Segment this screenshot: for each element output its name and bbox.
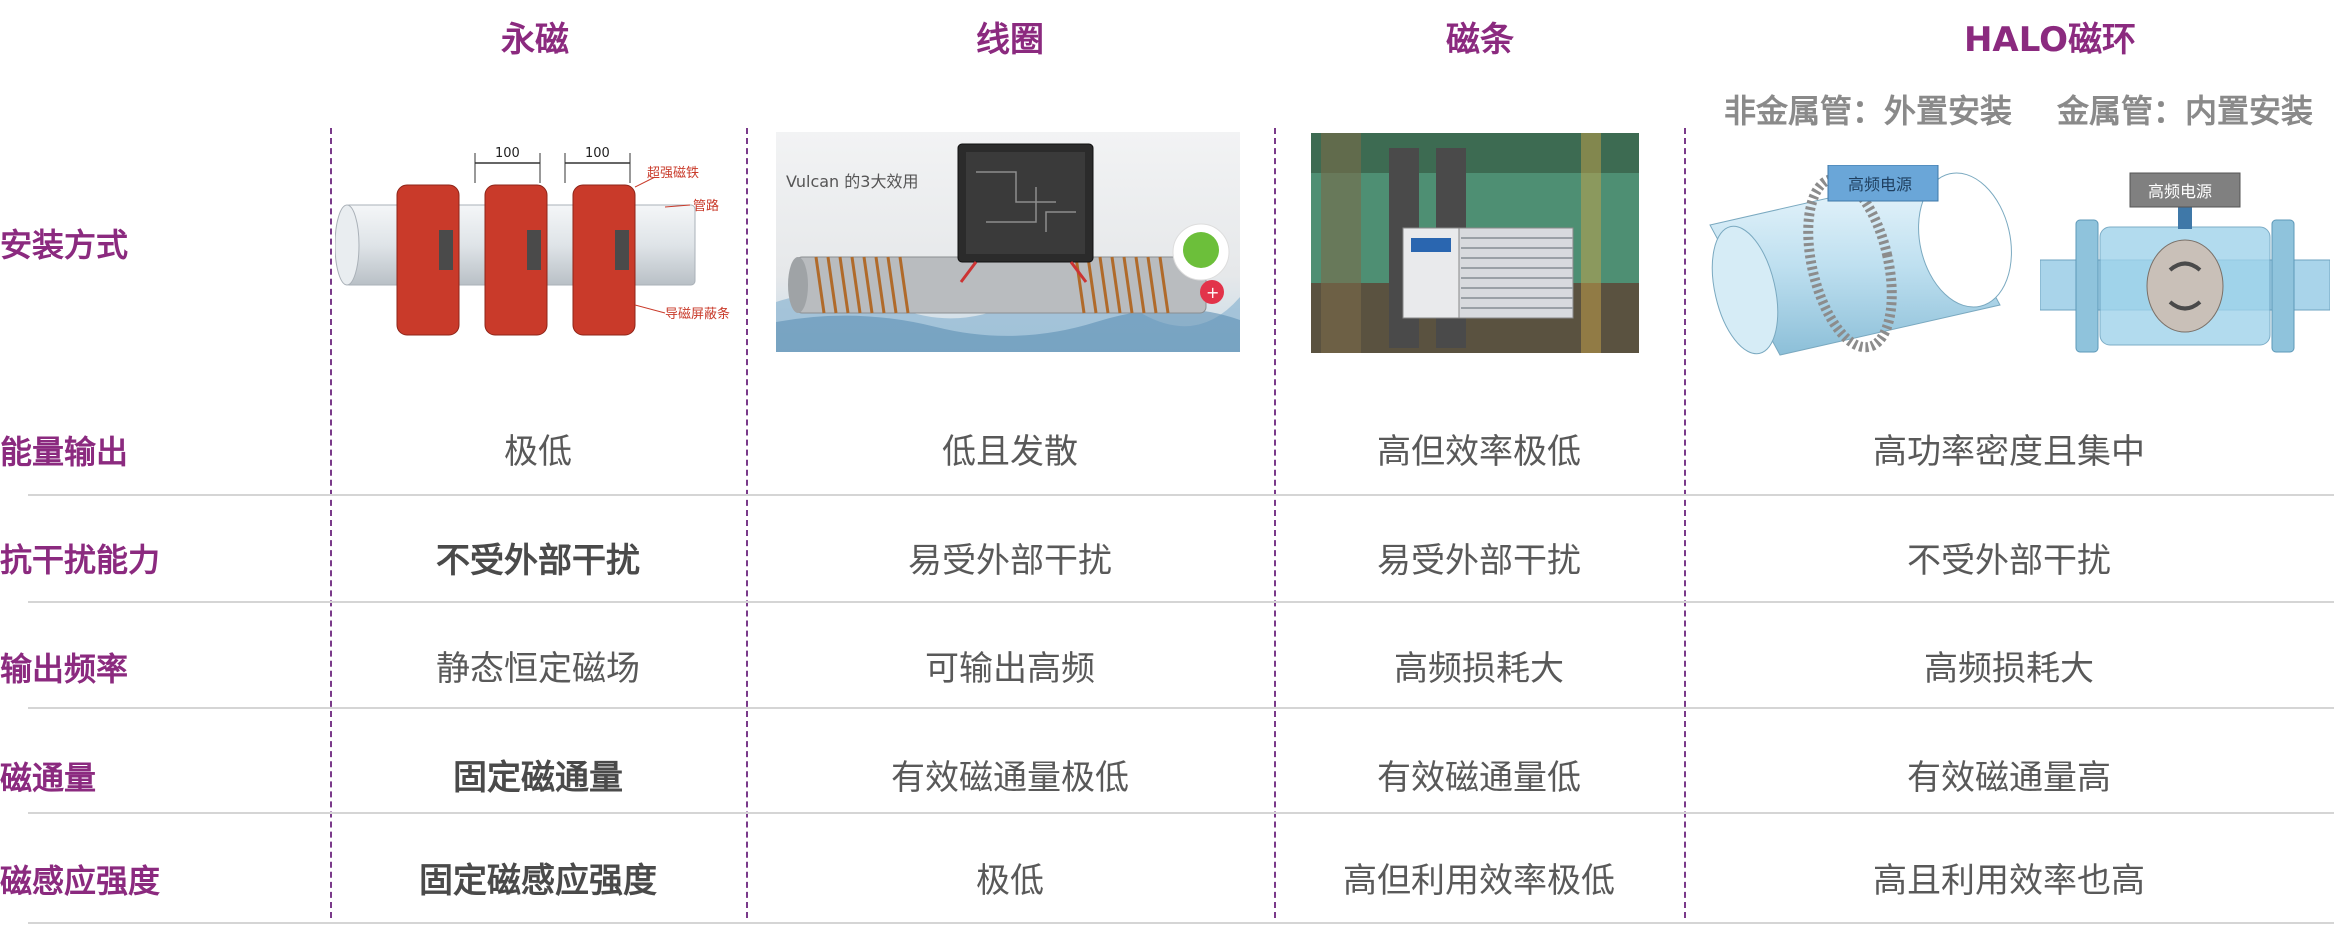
cell-interference-halo: 不受外部干扰 bbox=[1907, 541, 2111, 581]
halo-internal-ring-illustration: 高频电源 bbox=[2040, 172, 2330, 353]
halo-nonmetal-pipe-label: 非金属管：外置安装 bbox=[1723, 92, 2012, 130]
column-header-permanent-magnet: 永磁 bbox=[501, 20, 569, 60]
cell-interference-strip: 易受外部干扰 bbox=[1377, 541, 1581, 581]
column-divider bbox=[746, 128, 748, 918]
cell-frequency-pm: 静态恒定磁场 bbox=[436, 649, 640, 689]
halo-metal-pipe-label: 金属管：内置安装 bbox=[2056, 92, 2313, 130]
column-divider bbox=[1684, 128, 1686, 918]
row-label-installation: 安装方式 bbox=[0, 226, 129, 264]
row-label-interference-resistance: 抗干扰能力 bbox=[0, 541, 161, 579]
power-supply-label: 高频电源 bbox=[1848, 175, 1912, 194]
cell-flux-strip: 有效磁通量低 bbox=[1377, 758, 1581, 798]
row-label-flux-density: 磁感应强度 bbox=[0, 862, 161, 900]
cell-flux-pm: 固定磁通量 bbox=[453, 758, 623, 798]
row-label-magnetic-flux: 磁通量 bbox=[0, 759, 97, 797]
cell-frequency-strip: 高频损耗大 bbox=[1394, 649, 1564, 689]
row-divider bbox=[28, 494, 2334, 496]
dimension-label: 100 bbox=[495, 146, 520, 161]
callout-shield: 导磁屏蔽条 bbox=[665, 306, 730, 322]
column-header-coil: 线圈 bbox=[976, 20, 1044, 60]
power-supply-label: 高频电源 bbox=[2148, 182, 2212, 201]
permanent-magnet-illustration: 100 100 超强磁铁 管路 导磁屏蔽条 bbox=[335, 146, 730, 336]
row-divider bbox=[28, 922, 2334, 924]
row-divider bbox=[28, 601, 2334, 603]
cell-density-coil: 极低 bbox=[976, 861, 1044, 901]
cell-interference-coil: 易受外部干扰 bbox=[908, 541, 1112, 581]
callout-magnet: 超强磁铁 bbox=[647, 166, 699, 181]
halo-external-ring-illustration: 高频电源 bbox=[1709, 165, 2012, 356]
callout-pipe: 管路 bbox=[693, 198, 719, 214]
cell-energy-pm: 极低 bbox=[504, 432, 572, 472]
row-label-output-frequency: 输出频率 bbox=[0, 650, 129, 688]
cell-frequency-halo: 高频损耗大 bbox=[1924, 649, 2094, 689]
cell-flux-halo: 有效磁通量高 bbox=[1907, 758, 2111, 798]
coil-vulcan-photo: Vulcan 的3大效用 + bbox=[776, 132, 1240, 352]
cell-interference-pm: 不受外部干扰 bbox=[436, 541, 640, 581]
row-divider bbox=[28, 707, 2334, 709]
cell-energy-halo: 高功率密度且集中 bbox=[1873, 432, 2145, 472]
column-header-halo-ring: HALO磁环 bbox=[1963, 20, 2137, 60]
cell-density-pm: 固定磁感应强度 bbox=[419, 861, 657, 901]
row-divider bbox=[28, 812, 2334, 814]
column-divider bbox=[330, 128, 332, 918]
column-divider bbox=[1274, 128, 1276, 918]
row-label-energy-output: 能量输出 bbox=[0, 433, 129, 471]
cell-energy-strip: 高但效率极低 bbox=[1377, 432, 1581, 472]
cell-density-strip: 高但利用效率极低 bbox=[1343, 861, 1615, 901]
vulcan-caption: Vulcan 的3大效用 bbox=[786, 172, 918, 191]
dimension-label: 100 bbox=[585, 146, 610, 161]
svg-text:+: + bbox=[1206, 283, 1219, 302]
cell-frequency-coil: 可输出高频 bbox=[925, 649, 1095, 689]
column-header-magnetic-strip: 磁条 bbox=[1446, 20, 1514, 60]
magnetic-strip-photo bbox=[1311, 133, 1639, 353]
cell-energy-coil: 低且发散 bbox=[942, 432, 1078, 472]
cell-flux-coil: 有效磁通量极低 bbox=[891, 758, 1129, 798]
cell-density-halo: 高且利用效率也高 bbox=[1873, 861, 2145, 901]
